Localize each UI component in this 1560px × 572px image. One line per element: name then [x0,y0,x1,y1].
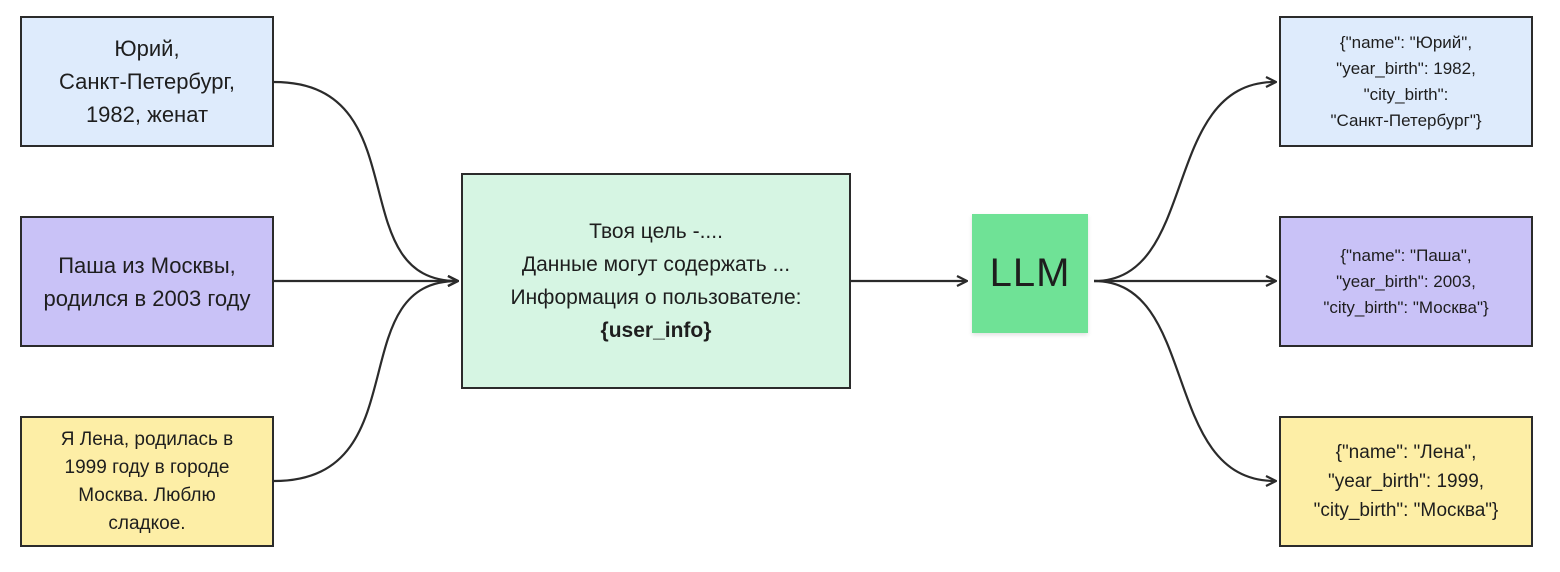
input-node-pasha: Паша из Москвы, родился в 2003 году [20,216,274,347]
output-json-text: {"name": "Юрий", "year_birth": 1982, "ci… [1330,32,1482,130]
output-json-text: {"name": "Лена", "year_birth": 1999, "ci… [1313,442,1499,521]
edge-input-3-to-prompt [273,281,457,483]
prompt-variable-placeholder: {user_info} [600,319,712,342]
llm-node: LLM [972,214,1088,333]
output-node-yuri: {"name": "Юрий", "year_birth": 1982, "ci… [1279,16,1533,147]
output-node-lena: {"name": "Лена", "year_birth": 1999, "ci… [1279,416,1533,547]
output-node-pasha: {"name": "Паша", "year_birth": 2003, "ci… [1279,216,1533,347]
output-json-text: {"name": "Паша", "year_birth": 2003, "ci… [1323,245,1489,317]
edge-llm-to-output-1 [1093,82,1275,283]
llm-label: LLM [989,251,1071,295]
input-node-yuri: Юрий, Санкт-Петербург, 1982, женат [20,16,274,147]
prompt-template-node: Твоя цель -.... Данные могут содержать .… [461,173,851,389]
input-node-text: Я Лена, родилась в 1999 году в городе Мо… [60,428,234,534]
input-node-text: Паша из Москвы, родился в 2003 году [43,252,251,311]
edge-llm-to-output-3 [1093,279,1275,481]
input-node-lena: Я Лена, родилась в 1999 году в городе Мо… [20,416,274,547]
edge-input-1-to-prompt [273,80,457,281]
input-node-text: Юрий, Санкт-Петербург, 1982, женат [59,36,235,127]
prompt-instructions: Твоя цель -.... Данные могут содержать .… [510,220,802,309]
